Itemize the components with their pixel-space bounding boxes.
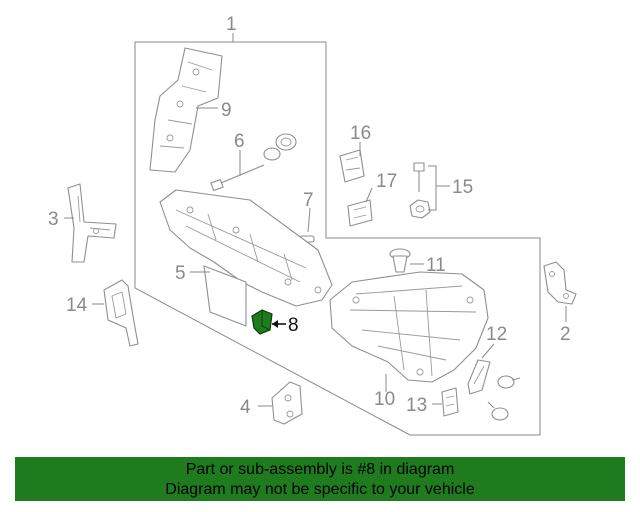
part-2-bracket	[543, 261, 577, 305]
callout-17: 17	[376, 171, 397, 192]
callout-5: 5	[175, 263, 186, 284]
part-11-pushpin	[389, 248, 411, 273]
callout-arrow-8	[272, 320, 278, 328]
parts-diagram: 1 9 6 16 17 15	[48, 14, 577, 436]
part-4-bracket	[271, 381, 303, 425]
part-9-upper-bracket	[149, 47, 223, 173]
callout-12: 12	[486, 324, 507, 345]
callout-6: 6	[234, 131, 245, 152]
part-15-fasteners	[409, 162, 431, 219]
part-5-tie-bar	[159, 189, 333, 327]
callout-leader-12	[481, 343, 495, 359]
callout-10: 10	[374, 389, 395, 410]
callout-9: 9	[221, 100, 232, 121]
part-14-bracket	[103, 279, 139, 347]
part-12-bracket	[467, 359, 491, 395]
part-16-clip	[339, 149, 365, 183]
callout-1: 1	[226, 14, 237, 35]
part-bolts	[487, 375, 521, 421]
callout-4: 4	[240, 397, 251, 418]
part-nut	[263, 133, 297, 161]
part-info-banner: Part or sub-assembly is #8 in diagram Di…	[15, 457, 625, 501]
callout-11: 11	[426, 255, 446, 276]
callout-2: 2	[560, 324, 571, 345]
callout-leader-15	[428, 165, 450, 211]
part-6-bolt	[210, 164, 265, 192]
part-8-clip-highlighted	[251, 309, 273, 335]
callout-14: 14	[66, 295, 88, 316]
callout-13: 13	[406, 395, 427, 416]
callout-3: 3	[48, 209, 59, 230]
callout-leader-7	[307, 207, 311, 233]
banner-line-part-number: Part or sub-assembly is #8 in diagram	[185, 461, 455, 478]
part-13-clip	[441, 387, 459, 417]
callout-7: 7	[303, 190, 314, 211]
callout-15: 15	[452, 177, 473, 198]
part-3-bracket	[67, 183, 117, 263]
callout-leader-17	[365, 187, 373, 203]
assembly-outline	[134, 41, 541, 436]
part-10-headlamp-panel	[329, 271, 489, 383]
banner-line-disclaimer: Diagram may not be specific to your vehi…	[165, 481, 475, 498]
callout-16: 16	[350, 123, 371, 144]
callout-8: 8	[288, 315, 299, 336]
part-17-clip	[347, 199, 373, 227]
